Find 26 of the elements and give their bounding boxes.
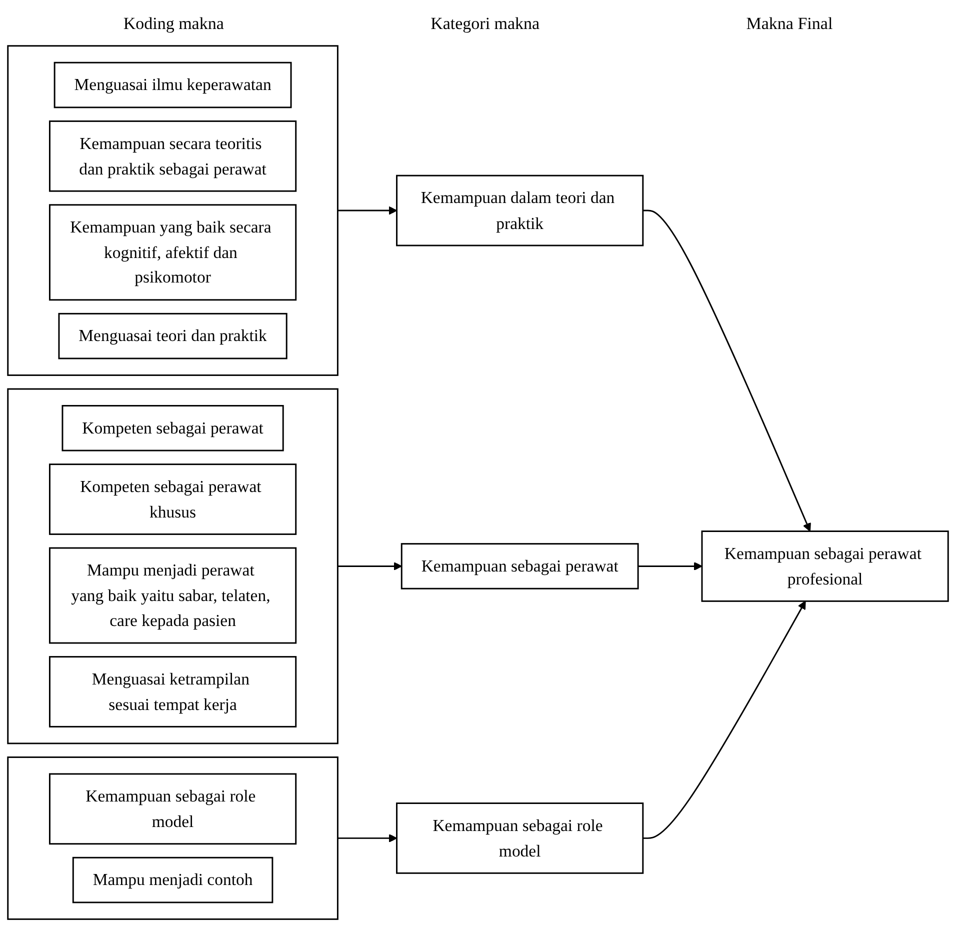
node-box: Menguasai ketrampilan sesuai tempat kerja [48,656,297,728]
cluster [7,45,338,376]
node-box: Kemampuan sebagai role model [396,802,644,874]
arrow [642,600,806,839]
node-box: Menguasai ilmu keperawatan [54,62,292,108]
arrow [338,562,402,571]
node-box: Kemampuan secara teoritis dan praktik sebagai perawat [48,120,297,192]
column-heading: Kategori makna [430,14,540,34]
node-box: Kompeten sebagai perawat khusus [48,464,297,535]
node-box: Menguasai teori dan praktik [58,312,288,360]
column-heading: Koding makna [123,14,224,34]
node-box: Kemampuan dalam teori dan praktik [396,174,644,246]
node-box: Kemampuan sebagai perawat [400,543,639,590]
arrow [338,206,398,215]
node-box: Kemampuan sebagai perawat profesional [701,530,949,602]
node-box: Kemampuan yang baik secara kognitif, afektif dan psikomotor [48,204,297,301]
cluster [7,388,338,744]
arrow [642,210,811,532]
arrow [638,562,702,571]
node-box: Mampu menjadi perawat yang baik yaitu sabar, telaten, care kepada pasien [48,547,297,644]
node-box: Kemampuan sebagai role model [48,773,297,845]
node-box: Mampu menjadi contoh [72,856,274,904]
column-heading: Makna Final [746,14,833,34]
cluster [7,756,338,920]
arrow [338,834,398,843]
node-box: Kompeten sebagai perawat [62,405,284,452]
